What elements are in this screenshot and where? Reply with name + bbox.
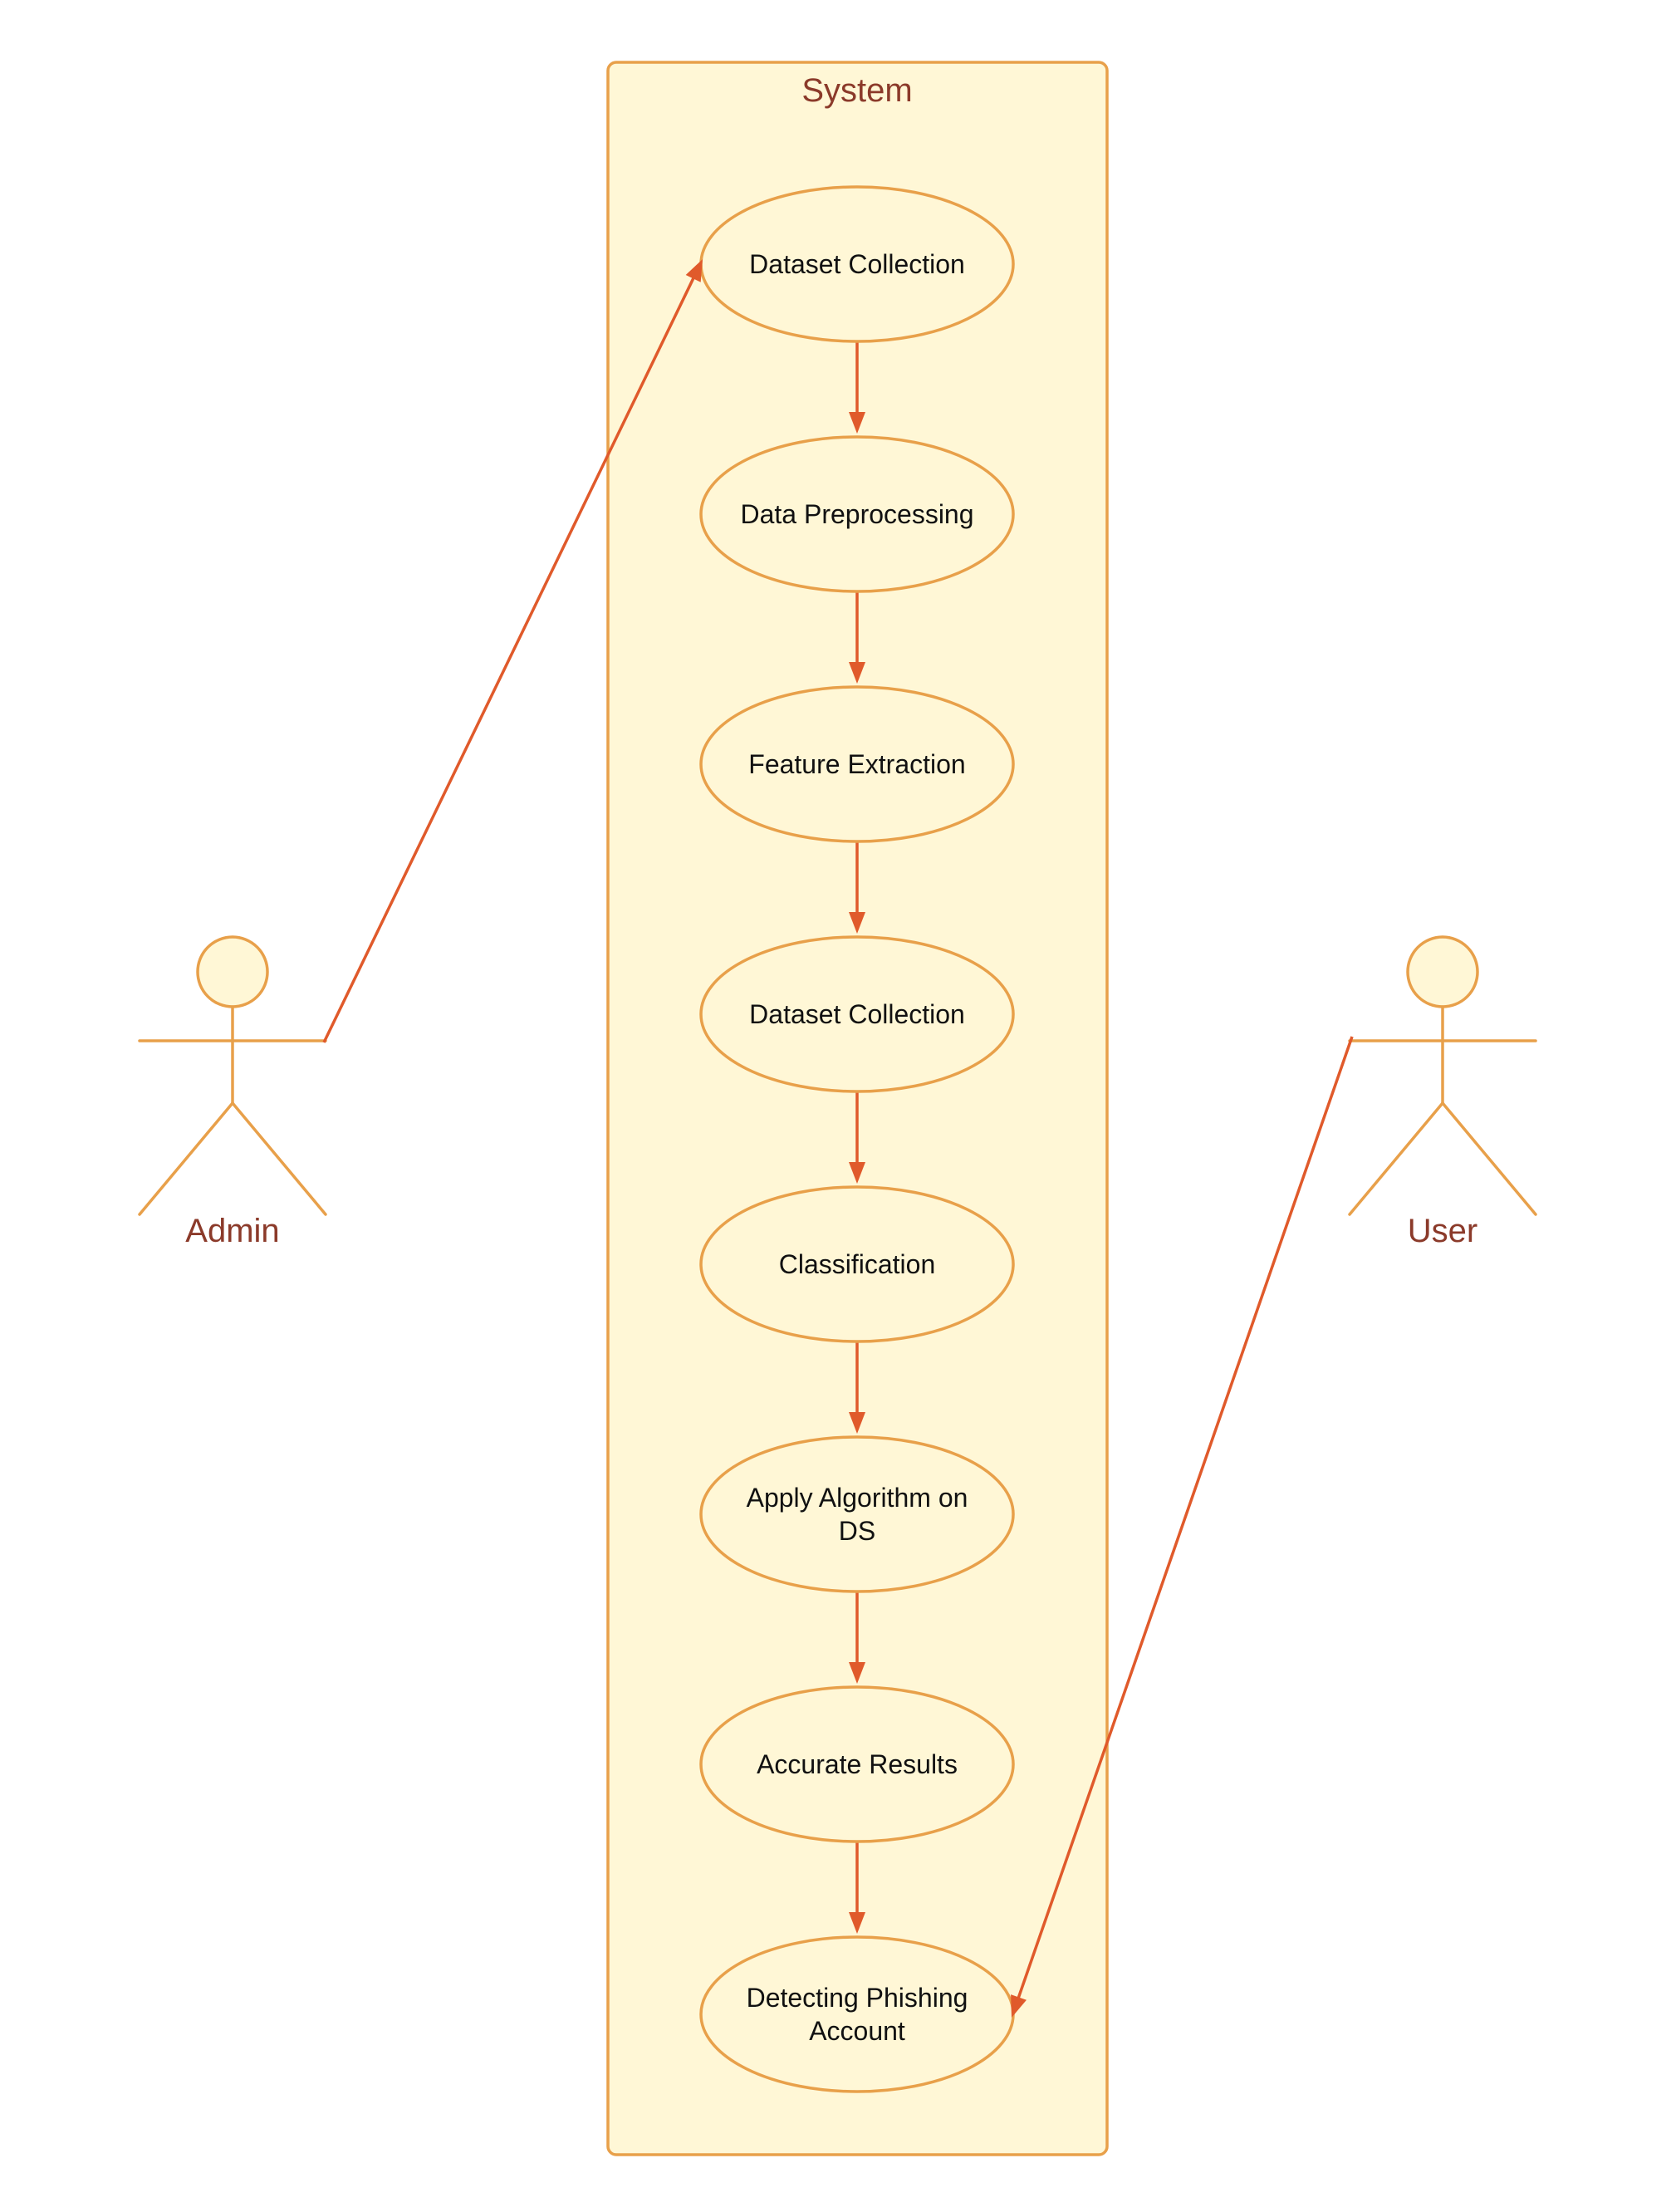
use-case-ellipse: [699, 1685, 1015, 1843]
use-case-label: Dataset Collection: [749, 999, 965, 1029]
flow-arrowhead: [849, 1912, 865, 1934]
use-case-7[interactable]: Accurate Results: [699, 1685, 1015, 1843]
use-case-label: Account: [809, 2016, 905, 2046]
use-case-label: Apply Algorithm on: [747, 1483, 968, 1513]
user-left-leg: [1348, 1101, 1444, 1216]
actor-user[interactable]: User: [1348, 935, 1537, 1249]
flow-arrow-2: [849, 591, 865, 684]
use-case-label: Data Preprocessing: [740, 499, 973, 529]
flow-arrowhead: [849, 1162, 865, 1184]
use-case-3[interactable]: Feature Extraction: [699, 685, 1015, 843]
use-case-label: Feature Extraction: [748, 749, 965, 779]
user-right-leg: [1441, 1101, 1537, 1216]
use-case-4[interactable]: Dataset Collection: [699, 935, 1015, 1093]
user-head: [1406, 935, 1479, 1008]
association-line: [1016, 1036, 1354, 2001]
association-line: [322, 275, 696, 1043]
flow-arrow-6: [849, 1592, 865, 1684]
use-case-ellipse: [699, 685, 1015, 843]
use-case-label: Dataset Collection: [749, 249, 965, 279]
user-label: User: [1408, 1213, 1477, 1249]
use-case-2[interactable]: Data Preprocessing: [699, 435, 1015, 593]
use-case-1[interactable]: Dataset Collection: [699, 185, 1015, 343]
flow-arrowhead: [849, 1662, 865, 1684]
system-title: System: [801, 72, 912, 109]
admin-head: [196, 935, 269, 1008]
flow-arrowhead: [849, 1412, 865, 1434]
use-case-ellipse: [699, 435, 1015, 593]
actor-admin[interactable]: Admin: [138, 935, 327, 1249]
use-case-label: DS: [839, 1516, 875, 1546]
flow-arrow-3: [849, 841, 865, 934]
use-case-ellipse: [699, 1935, 1015, 2093]
admin-left-leg: [138, 1101, 234, 1216]
flow-arrows: [849, 341, 865, 1934]
flow-arrowhead: [849, 412, 865, 434]
association-arrowhead: [685, 259, 703, 282]
association-user: [1011, 1036, 1354, 2018]
flow-arrowhead: [849, 912, 865, 934]
use-case-ellipse: [699, 1185, 1015, 1343]
flow-arrow-7: [849, 1842, 865, 1934]
use-case-ellipse: [699, 1435, 1015, 1593]
use-case-label: Detecting Phishing: [747, 1983, 968, 2013]
use-case-label: Classification: [779, 1249, 936, 1279]
association-arrowhead: [1011, 1994, 1027, 2018]
flow-arrow-1: [849, 341, 865, 434]
use-case-label: Accurate Results: [757, 1749, 958, 1779]
flow-arrow-4: [849, 1091, 865, 1184]
actor-associations: [322, 259, 1354, 2018]
use-case-5[interactable]: Classification: [699, 1185, 1015, 1343]
flow-arrowhead: [849, 662, 865, 684]
use-case-ellipse: [699, 935, 1015, 1093]
association-admin: [322, 259, 703, 1043]
admin-right-leg: [231, 1101, 327, 1216]
admin-label: Admin: [185, 1213, 279, 1249]
flow-arrow-5: [849, 1341, 865, 1434]
